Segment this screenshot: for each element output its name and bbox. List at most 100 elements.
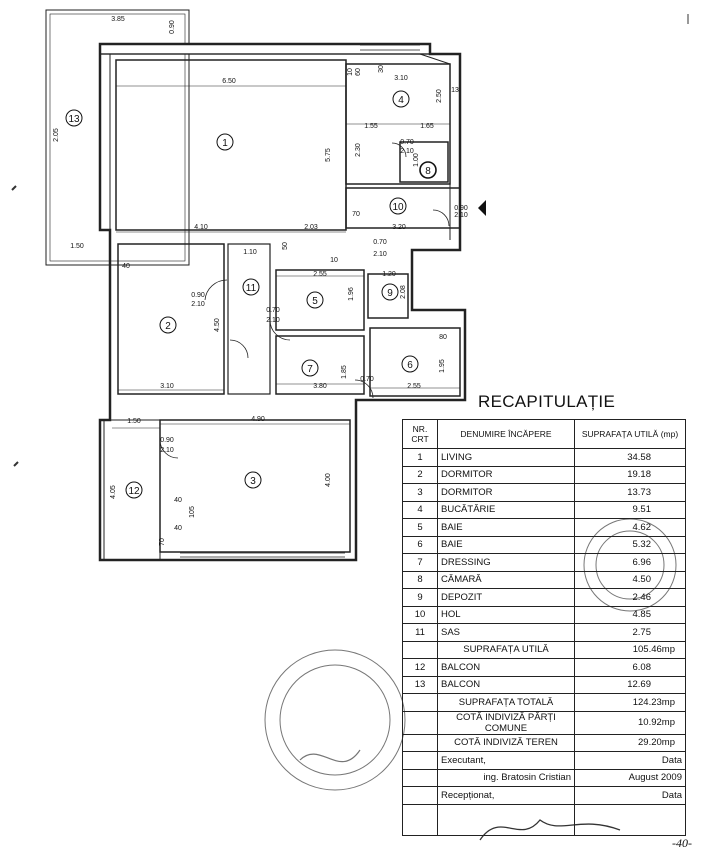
recap-cell-nr: 11 — [402, 623, 438, 642]
svg-text:2.03: 2.03 — [304, 224, 318, 231]
svg-text:2.30: 2.30 — [355, 143, 362, 157]
svg-text:13: 13 — [68, 114, 80, 125]
svg-text:2: 2 — [165, 321, 171, 332]
cota-comune-label: COTĂ INDIVIZĂ PĂRȚI COMUNE — [437, 710, 575, 735]
room-label-13: 13 — [65, 109, 83, 127]
room-5 — [275, 269, 365, 331]
suprafata-utila-value: 105.46mp — [574, 640, 686, 659]
room-label-1: 1 — [216, 133, 234, 151]
recap-cell-name: DEPOZIT — [437, 588, 575, 607]
svg-text:1.20: 1.20 — [382, 271, 396, 278]
recap-cell-name: DORMITOR — [437, 465, 575, 484]
svg-text:2.05: 2.05 — [53, 128, 60, 142]
room-label-9: 9 — [381, 283, 399, 301]
recap-cell-nr: 10 — [402, 605, 438, 624]
recap-cell-area: 2.46 — [574, 588, 686, 607]
svg-text:0.70: 0.70 — [373, 239, 387, 246]
svg-text:4: 4 — [398, 95, 404, 106]
svg-text:2.10: 2.10 — [400, 148, 414, 155]
svg-text:40: 40 — [122, 263, 130, 270]
room-9 — [367, 273, 409, 319]
svg-text:11: 11 — [246, 283, 257, 294]
svg-text:3.20: 3.20 — [392, 224, 406, 231]
recap-table: NR. CRT DENUMIRE ÎNCĂPERE SUPRAFAȚA UTIL… — [402, 419, 686, 836]
room-label-2: 2 — [159, 316, 177, 334]
recap-cell-area: 6.96 — [574, 553, 686, 572]
header-nr: NR. CRT — [402, 419, 438, 449]
svg-text:1.50: 1.50 — [70, 243, 84, 250]
outer-wall-top — [99, 43, 431, 55]
recap-cell-nr: 1 — [402, 448, 438, 467]
recap-cell-area: 13.73 — [574, 483, 686, 502]
svg-text:2.10: 2.10 — [160, 447, 174, 454]
room-label-12: 12 — [125, 481, 143, 499]
executant-row: Executant, Data — [402, 751, 686, 770]
suprafata-utila-row: SUPRAFAȚA UTILĂ 105.46mp — [402, 640, 686, 659]
svg-text:2.55: 2.55 — [313, 271, 327, 278]
room-label-3: 3 — [244, 471, 262, 489]
recap-cell-area: 4.50 — [574, 570, 686, 589]
recap-cell-nr: 4 — [402, 500, 438, 519]
cota-teren-label: COTĂ INDIVIZĂ TEREN — [437, 733, 575, 752]
svg-text:1.50: 1.50 — [127, 418, 141, 425]
room-11 — [227, 243, 271, 395]
executant-name: ing. Bratosin Cristian — [437, 768, 575, 787]
svg-text:3.85: 3.85 — [111, 16, 125, 23]
suprafata-totala-label: SUPRAFAȚA TOTALĂ — [437, 693, 575, 712]
recap-cell-name: BAIE — [437, 535, 575, 554]
recap-cell-name: CĂMARĂ — [437, 570, 575, 589]
svg-text:6.50: 6.50 — [222, 78, 236, 85]
svg-text:30: 30 — [378, 65, 385, 73]
svg-text:0.70: 0.70 — [360, 376, 374, 383]
recap-row: 13 BALCON 12.69 — [402, 675, 686, 694]
recap-cell-area: 34.58 — [574, 448, 686, 467]
page-number: -40- — [672, 836, 692, 850]
svg-text:40: 40 — [174, 497, 182, 504]
svg-text:1: 1 — [222, 138, 228, 149]
svg-text:3.80: 3.80 — [313, 383, 327, 390]
svg-text:4.00: 4.00 — [325, 473, 332, 487]
svg-text:50: 50 — [282, 242, 289, 250]
svg-text:1.55: 1.55 — [364, 123, 378, 130]
svg-text:6: 6 — [407, 360, 413, 371]
room-label-10: 10 — [389, 197, 407, 215]
executant-date: August 2009 — [574, 768, 686, 787]
svg-text:3.10: 3.10 — [394, 75, 408, 82]
svg-text:4.50: 4.50 — [214, 318, 221, 332]
margin-mark — [11, 185, 19, 467]
recap-cell-area: 9.51 — [574, 500, 686, 519]
svg-text:80: 80 — [439, 334, 447, 341]
svg-text:4.05: 4.05 — [110, 485, 117, 499]
signature-row — [402, 803, 686, 836]
recap-title: RECAPITULAȚIE — [478, 392, 616, 411]
recap-cell-name: DORMITOR — [437, 483, 575, 502]
svg-text:0.90: 0.90 — [160, 437, 174, 444]
room-label-4: 4 — [392, 90, 410, 108]
balcony-12-outline — [103, 419, 161, 561]
entrance-arrow-icon — [478, 200, 486, 216]
room-label-8: 8 — [419, 161, 437, 179]
svg-text:0.70: 0.70 — [400, 139, 414, 146]
recap-cell-name: DRESSING — [437, 553, 575, 572]
room-2 — [117, 243, 225, 395]
recap-cell-name: BUCĂTĂRIE — [437, 500, 575, 519]
svg-text:2.50: 2.50 — [436, 89, 443, 103]
svg-text:0.90: 0.90 — [191, 292, 205, 299]
cota-comune-value: 10.92mp — [574, 710, 686, 735]
exterior-wall — [98, 42, 467, 562]
suprafata-totala-value: 124.23mp — [574, 693, 686, 712]
recap-cell-area: 5.32 — [574, 535, 686, 554]
suprafata-totala-row: SUPRAFAȚA TOTALĂ 124.23mp — [402, 693, 686, 712]
svg-text:2.10: 2.10 — [373, 251, 387, 258]
room-label-6: 6 — [401, 355, 419, 373]
svg-text:0.70: 0.70 — [266, 307, 280, 314]
svg-text:10: 10 — [330, 257, 338, 264]
dimension-labels: 3.85 0.90 2.05 1.50 6.50 5.75 4.10 2.03 … — [53, 16, 468, 546]
receptionat-data-label: Data — [574, 786, 686, 805]
